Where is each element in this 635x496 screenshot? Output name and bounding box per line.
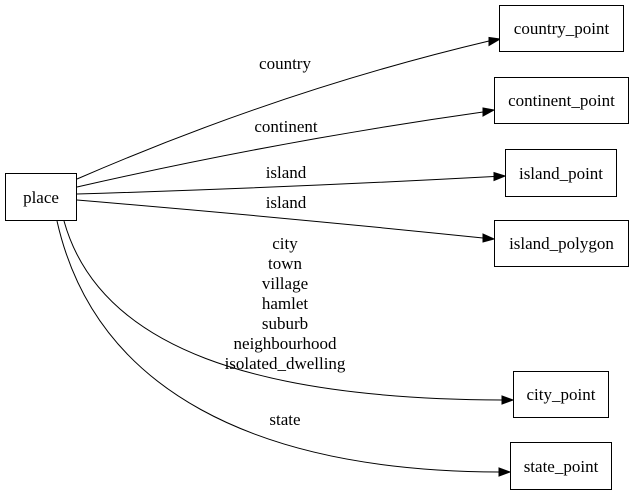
edge-label-line-town: town [268, 254, 302, 273]
edge-label-continent: continent [254, 117, 318, 136]
edge-label-line-hamlet: hamlet [261, 294, 309, 313]
node-country-point: country_point [499, 5, 624, 52]
node-island-point: island_point [505, 149, 617, 197]
edge-place-continent_point [76, 111, 484, 188]
node-continent-point: continent_point [494, 77, 629, 124]
arrowhead-city_point [501, 395, 515, 405]
arrowhead-country_point [488, 36, 502, 47]
edge-place-city_point [63, 220, 503, 401]
arrowhead-island_point [493, 171, 507, 182]
arrowhead-state_point [498, 467, 512, 477]
edge-label-line-city: city [272, 234, 298, 253]
edge-place-island_point [76, 176, 495, 195]
edge-label-city-multiline: city town village hamlet suburb neighbou… [225, 234, 346, 374]
edge-label-line-suburb: suburb [261, 314, 309, 333]
edge-label-island-polygon: island [265, 193, 307, 212]
node-island-polygon: island_polygon [494, 220, 629, 267]
edge-label-state: state [269, 410, 301, 429]
edge-label-country: country [259, 54, 311, 73]
arrowhead-island_polygon [482, 233, 496, 243]
node-city-point: city_point [513, 371, 609, 418]
edge-label-line-neighbourhood: neighbourhood [233, 334, 337, 353]
edge-place-country_point [76, 40, 490, 180]
edge-label-line-isolated-dwelling: isolated_dwelling [224, 354, 346, 373]
edge-place-island_polygon [76, 199, 484, 239]
node-state-point: state_point [510, 442, 612, 490]
edge-label-island-point: island [265, 163, 307, 182]
node-place: place [5, 173, 77, 221]
edge-label-line-village: village [261, 274, 309, 293]
edge-place-state_point [56, 220, 500, 473]
arrowhead-continent_point [482, 107, 496, 117]
